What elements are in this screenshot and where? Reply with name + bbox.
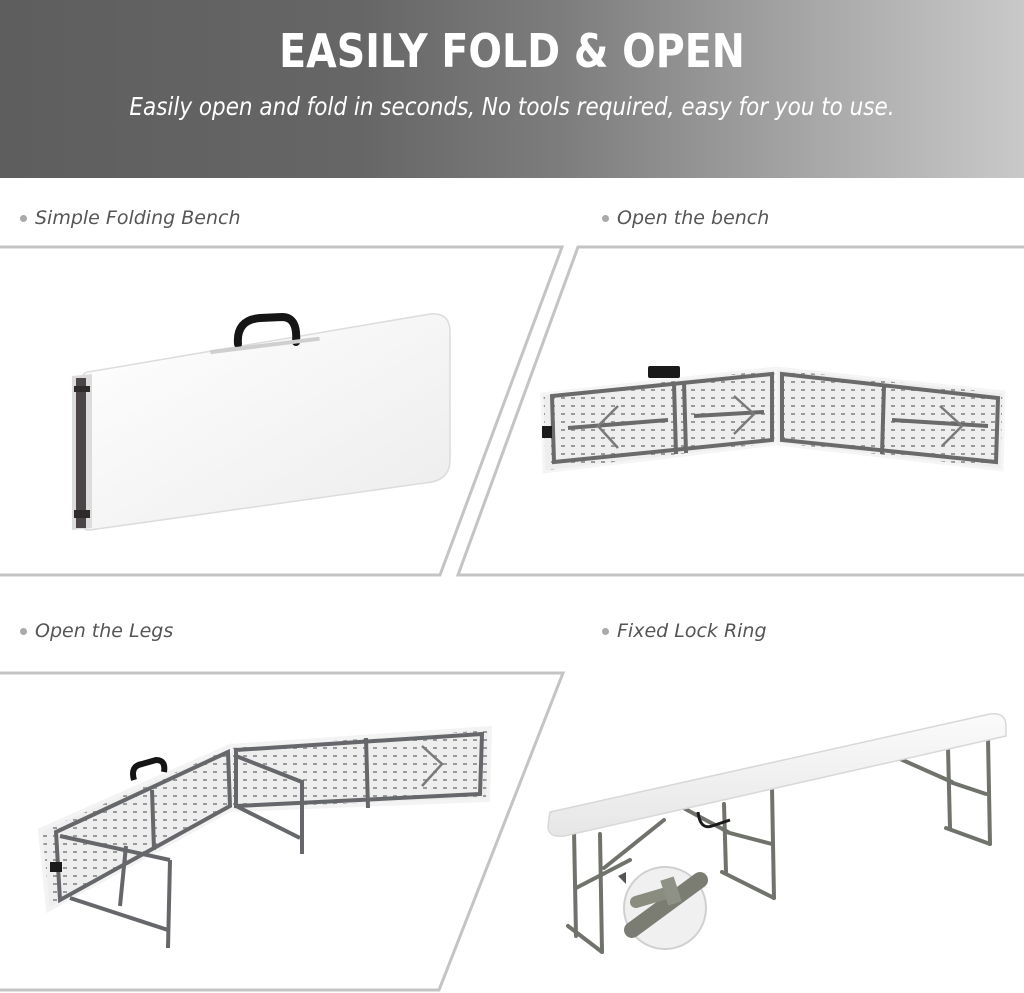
frame-panel-3 xyxy=(0,671,566,992)
folded-bench-image xyxy=(72,312,451,531)
bullet-icon xyxy=(20,214,27,222)
frame-panel-1 xyxy=(0,245,565,577)
bullet-icon xyxy=(602,214,609,222)
panel-label-open-legs: Open the Legs xyxy=(20,620,173,642)
panel-label-text: Simple Folding Bench xyxy=(35,207,241,229)
panel-label-open-bench: Open the bench xyxy=(602,207,769,229)
panel-label-simple-folding-bench: Simple Folding Bench xyxy=(20,207,240,229)
bullet-icon xyxy=(602,627,609,635)
bullet-icon xyxy=(20,627,27,635)
header-banner: EASILY FOLD & OPEN Easily open and fold … xyxy=(0,0,1024,178)
standing-bench-image xyxy=(547,713,1007,954)
banner-subtitle: Easily open and fold in seconds, No tool… xyxy=(129,92,895,121)
panel-label-text: Open the bench xyxy=(617,207,770,229)
banner-title: EASILY FOLD & OPEN xyxy=(279,24,745,78)
panel-label-fixed-lock-ring: Fixed Lock Ring xyxy=(602,620,767,642)
panel-label-text: Open the Legs xyxy=(35,620,174,642)
panel-label-text: Fixed Lock Ring xyxy=(617,620,767,642)
open-bench-image xyxy=(540,366,1006,474)
open-legs-image xyxy=(37,725,493,949)
frame-panel-2 xyxy=(455,245,1024,577)
